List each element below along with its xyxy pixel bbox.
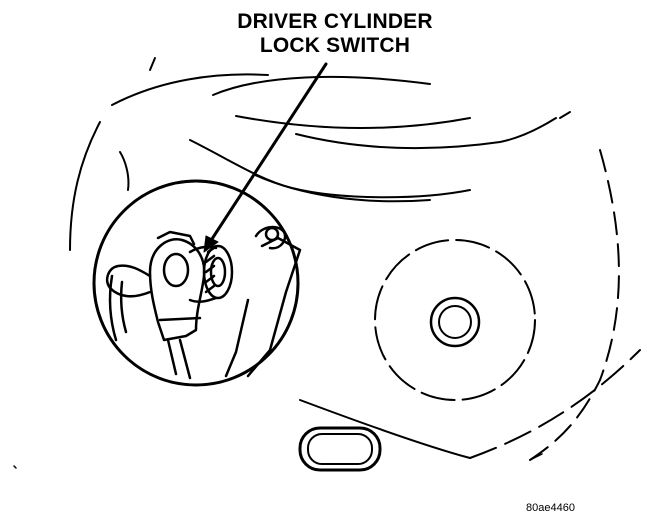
latch-bracket bbox=[224, 225, 302, 378]
lower-panel-contour bbox=[299, 149, 641, 461]
door-contour-lines bbox=[69, 57, 571, 251]
stray-marks bbox=[13, 453, 543, 469]
speaker-ring bbox=[374, 239, 536, 401]
lock-inset-circle bbox=[92, 179, 300, 387]
lock-switch-body bbox=[148, 230, 206, 342]
lock-cylinder bbox=[188, 244, 234, 303]
callout-line-1: DRIVER CYLINDER bbox=[237, 10, 433, 33]
wiring-harness bbox=[106, 264, 192, 380]
callout-leader-arrow bbox=[203, 62, 328, 253]
figure-id: 80ae4460 bbox=[526, 502, 575, 514]
callout-label: DRIVER CYLINDER LOCK SWITCH bbox=[200, 10, 470, 58]
access-hole bbox=[298, 426, 382, 472]
callout-line-2: LOCK SWITCH bbox=[259, 34, 411, 57]
